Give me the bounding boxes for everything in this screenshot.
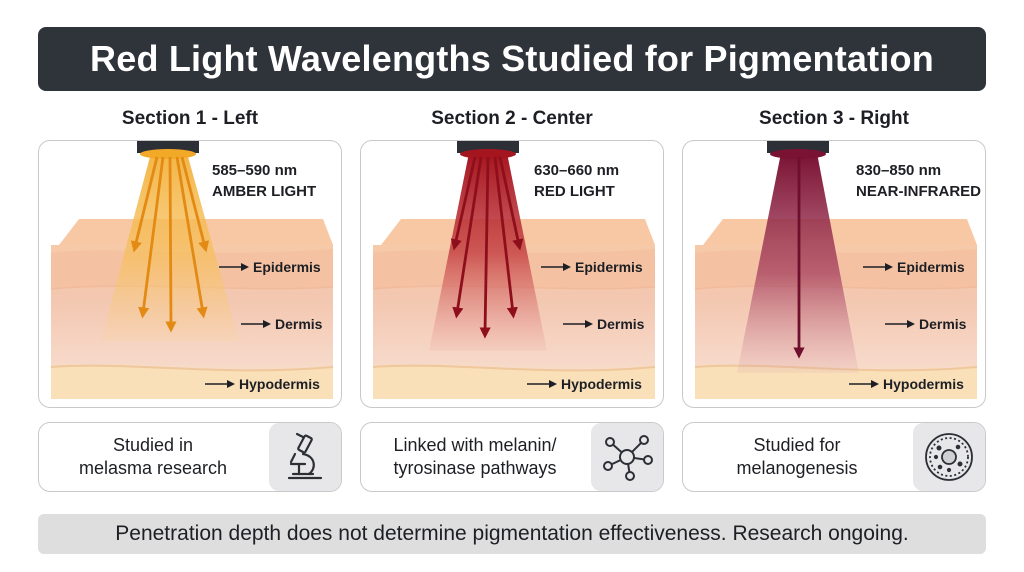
arrow-right-icon <box>563 320 593 328</box>
note-line-2: melasma research <box>78 458 228 478</box>
arrow-right-icon <box>219 263 249 271</box>
info-card-near-infrared: Studied for melanogenesis <box>682 422 986 492</box>
note-line-2: melanogenesis <box>736 458 858 478</box>
light-name: RED LIGHT <box>534 183 615 200</box>
note-line-1: Studied in <box>112 435 194 455</box>
panel-amber: 585–590 nm AMBER LIGHT Epidermis Dermis … <box>38 140 342 408</box>
wavelength-label-amber: 585–590 nm AMBER LIGHT <box>212 160 316 202</box>
page-title: Red Light Wavelengths Studied for Pigmen… <box>90 38 934 79</box>
layer-label-epidermis: Epidermis <box>863 259 965 275</box>
info-card-amber: Studied in melasma research <box>38 422 342 492</box>
wavelength-value: 585–590 nm <box>212 162 298 179</box>
arrow-right-icon <box>241 320 271 328</box>
note-line-1: Linked with melanin/ <box>393 435 557 455</box>
layer-label-dermis: Dermis <box>885 316 966 332</box>
info-card-text: Studied for melanogenesis <box>683 423 911 491</box>
molecule-icon <box>591 423 663 491</box>
section-heading-left: Section 1 - Left <box>121 108 259 129</box>
layer-label-epidermis: Epidermis <box>219 259 321 275</box>
skin-diagram-amber <box>50 141 334 399</box>
info-card-red: Linked with melanin/ tyrosinase pathways <box>360 422 664 492</box>
arrow-right-icon <box>849 380 879 388</box>
layer-label-hypodermis: Hypodermis <box>849 376 964 392</box>
info-card-text: Linked with melanin/ tyrosinase pathways <box>361 423 589 491</box>
microscope-icon <box>269 423 341 491</box>
arrow-right-icon <box>863 263 893 271</box>
skin-diagram-near-infrared <box>694 141 978 399</box>
light-name: AMBER LIGHT <box>212 183 317 200</box>
light-name: NEAR-INFRARED <box>856 183 981 200</box>
layer-label-dermis: Dermis <box>241 316 322 332</box>
skin-diagram-red <box>372 141 656 399</box>
arrow-right-icon <box>885 320 915 328</box>
footer-note: Penetration depth does not determine pig… <box>115 522 909 545</box>
layer-label-epidermis: Epidermis <box>541 259 643 275</box>
title-bar: Red Light Wavelengths Studied for Pigmen… <box>38 27 986 91</box>
note-line-2: tyrosinase pathways <box>393 458 557 478</box>
arrow-right-icon <box>527 380 557 388</box>
layer-label-hypodermis: Hypodermis <box>205 376 320 392</box>
layer-label-hypodermis: Hypodermis <box>527 376 642 392</box>
wavelength-label-near-infrared: 830–850 nm NEAR-INFRARED <box>856 160 981 202</box>
note-line-1: Studied for <box>753 435 841 455</box>
wavelength-label-red: 630–660 nm RED LIGHT <box>534 160 619 202</box>
wavelength-value: 630–660 nm <box>534 162 620 179</box>
footer-bar: Penetration depth does not determine pig… <box>38 514 986 554</box>
arrow-right-icon <box>541 263 571 271</box>
section-heading-center: Section 2 - Center <box>431 108 593 129</box>
cell-icon <box>913 423 985 491</box>
layer-label-dermis: Dermis <box>563 316 644 332</box>
arrow-right-icon <box>205 380 235 388</box>
panel-near-infrared: 830–850 nm NEAR-INFRARED Epidermis Dermi… <box>682 140 986 408</box>
info-card-text: Studied in melasma research <box>39 423 267 491</box>
panel-red: 630–660 nm RED LIGHT Epidermis Dermis Hy… <box>360 140 664 408</box>
section-heading-right: Section 3 - Right <box>759 108 909 129</box>
wavelength-value: 830–850 nm <box>856 162 942 179</box>
